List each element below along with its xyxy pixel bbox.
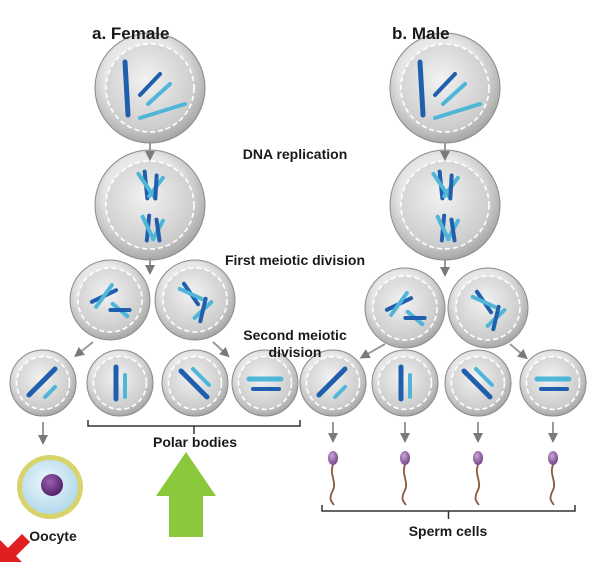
female-first-division-cell-2 xyxy=(155,260,235,340)
polar-body-cell-2 xyxy=(162,350,228,416)
sperm-cell-1 xyxy=(328,451,338,505)
female-second-division-arrow-left xyxy=(78,342,93,354)
sperm-cell-2 xyxy=(400,451,410,505)
female-header: a. Female xyxy=(92,24,170,44)
female-second-division-cell-1 xyxy=(10,350,76,416)
female-parent-cell xyxy=(95,33,205,143)
female-first-division-cell-1 xyxy=(70,260,150,340)
female-replicated-cell xyxy=(95,150,205,260)
oocyte-label: Oocyte xyxy=(18,528,88,544)
polar-bodies-label: Polar bodies xyxy=(135,434,255,450)
dna-replication-label: DNA replication xyxy=(215,146,375,162)
sperm-cell-4 xyxy=(548,451,558,505)
male-parent-cell xyxy=(390,33,500,143)
male-first-division-cell-2 xyxy=(448,268,528,348)
male-header: b. Male xyxy=(392,24,450,44)
sperm-cells-bracket xyxy=(322,505,575,511)
first-division-label: First meiotic division xyxy=(200,252,390,268)
polar-bodies-bracket xyxy=(88,420,300,426)
sperm-cell-3 xyxy=(473,451,483,505)
second-division-label-1: Second meiotic xyxy=(225,327,365,343)
oocyte-cell xyxy=(17,455,83,519)
male-replicated-cell xyxy=(390,150,500,260)
male-second-division-cell-4 xyxy=(520,350,586,416)
second-division-label-2: division xyxy=(225,344,365,360)
male-first-division-cell-1 xyxy=(365,268,445,348)
male-second-division-arrow-left xyxy=(364,344,385,356)
polar-body-cell-1 xyxy=(87,350,153,416)
male-second-division-cell-2 xyxy=(372,350,438,416)
sperm-cells-label: Sperm cells xyxy=(388,523,508,539)
male-second-division-cell-3 xyxy=(445,350,511,416)
male-second-division-arrow-right xyxy=(510,344,524,356)
green-up-arrow-icon xyxy=(156,452,216,537)
